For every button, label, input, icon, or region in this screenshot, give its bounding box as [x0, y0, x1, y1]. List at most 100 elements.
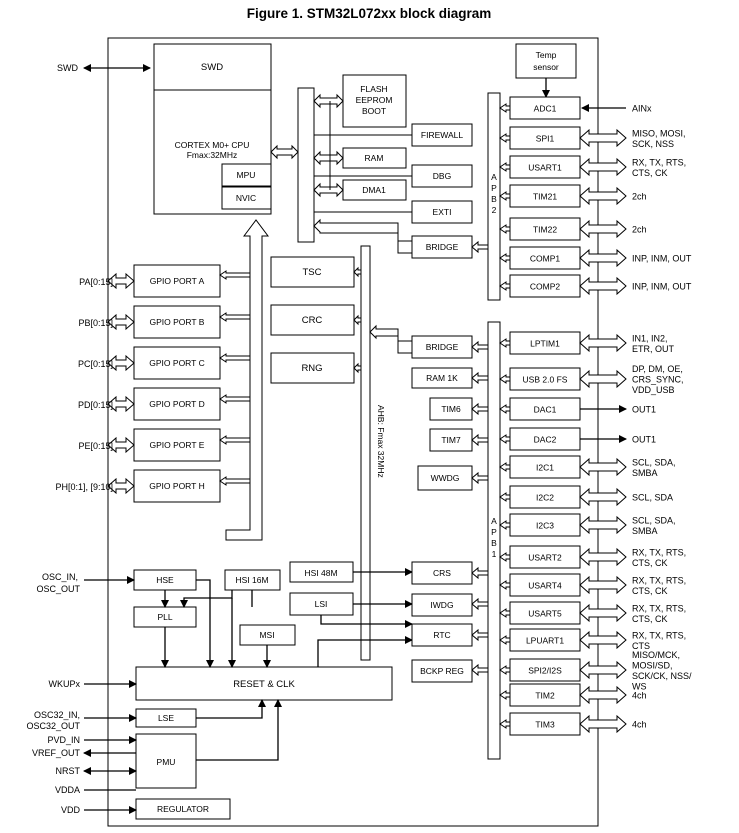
eeprom-label: EEPROM: [356, 95, 393, 105]
lptim1-signal-label: IN1, IN2,: [632, 333, 668, 343]
tim22-signal-label: 2ch: [632, 225, 647, 235]
spi2-i2s-label: SPI2/I2S: [528, 666, 562, 676]
pin-osc-out: OSC_OUT: [36, 584, 80, 594]
tim21-signal-arrow: [579, 186, 627, 206]
lptim1-signal-label: ETR, OUT: [632, 344, 675, 354]
rng-label: RNG: [301, 363, 322, 374]
tim2-label: TIM2: [535, 691, 555, 701]
gpio-port-b: [133, 305, 221, 339]
lpuart1-signal-arrow: [579, 630, 627, 650]
mpu-block: [221, 163, 272, 187]
lse-label: LSE: [158, 713, 174, 723]
gpio-port-a: [133, 264, 221, 298]
spi2-i2s-signal-label: SCK/CK, NSS/: [632, 671, 692, 681]
ahb-bus-lower: [360, 245, 371, 661]
pin-pd: PD[0:15]: [78, 400, 113, 410]
tim2-signal-arrow: [579, 685, 627, 705]
usart1-signal-label: CTS, CK: [632, 168, 668, 178]
figure-title: Figure 1. STM32L072xx block diagram: [247, 6, 492, 21]
lptim1-signal-arrow: [579, 333, 627, 353]
tim21-signal-label: 2ch: [632, 192, 647, 202]
wwdg-block: [417, 465, 473, 491]
regulator-label: REGULATOR: [157, 804, 209, 814]
pin-pvd-in: PVD_IN: [47, 735, 80, 745]
pin-vdda: VDDA: [55, 785, 80, 795]
i2c2-signal-arrow: [579, 487, 627, 507]
reset-clk-block: [135, 666, 393, 701]
ram1k-label: RAM 1K: [426, 373, 458, 383]
rng-block: [270, 352, 355, 384]
pin-pb: PB[0:15]: [78, 318, 113, 328]
apb1-letter: B: [491, 538, 497, 548]
comp1-signal-arrow: [579, 248, 627, 268]
lpuart1-signal-label: CTS: [632, 641, 650, 651]
usb-2-0-fs-signal-label: VDD_USB: [632, 385, 675, 395]
apb1-letter: P: [491, 527, 497, 537]
spi2-i2s-signal-label: MISO/MCK,: [632, 650, 680, 660]
gpio-port-d: [133, 387, 221, 421]
rtc-block: [411, 623, 473, 647]
adc1-signal-label: AINx: [632, 104, 652, 114]
hsi16-label: HSI 16M: [235, 575, 268, 585]
i2c3-signal-arrow: [579, 515, 627, 535]
apb1-bus: [487, 321, 501, 760]
tim22-signal-arrow: [579, 219, 627, 239]
bckp-reg-label: BCKP REG: [420, 666, 464, 676]
usart1-signal-arrow: [579, 157, 627, 177]
gpio-internal-bus: [225, 219, 269, 541]
usart5-label: USART5: [528, 609, 562, 619]
pin-osc32-in: OSC32_IN,: [34, 710, 80, 720]
pin-ph: PH[0:1], [9:10]: [55, 482, 113, 492]
usb-2-0-fs-signal-arrow: [579, 369, 627, 389]
dac2-label: DAC2: [534, 435, 557, 445]
dac2-signal-label: OUT1: [632, 435, 656, 445]
gpio-port-a-label: GPIO PORT A: [150, 276, 205, 286]
i2c2-signal-label: SCL, SDA: [632, 493, 673, 503]
usart5-signal-label: CTS, CK: [632, 614, 668, 624]
pin-swd: SWD: [57, 63, 78, 73]
usart2-label: USART2: [528, 553, 562, 563]
i2c1-label: I2C1: [536, 463, 554, 473]
comp1-label: COMP1: [530, 254, 561, 264]
swd-block-label: SWD: [201, 62, 223, 73]
pin-osc32-out: OSC32_OUT: [26, 721, 80, 731]
tsc-label: TSC: [303, 267, 322, 278]
usart4-label: USART4: [528, 581, 562, 591]
pin-pe: PE[0:15]: [78, 441, 113, 451]
pin-vref-out: VREF_OUT: [32, 748, 81, 758]
spi2-i2s-signal-arrow: [579, 660, 627, 680]
lpuart1-signal-label: RX, TX, RTS,: [632, 630, 686, 640]
gpio-port-d-label: GPIO PORT D: [149, 399, 204, 409]
cpu-label: CORTEX M0+ CPU: [175, 140, 250, 150]
dbg-label: DBG: [433, 171, 451, 181]
usart1-signal-label: RX, TX, RTS,: [632, 157, 686, 167]
tim3-label: TIM3: [535, 720, 555, 730]
tim21-label: TIM21: [533, 192, 557, 202]
usart5-signal-arrow: [579, 603, 627, 623]
spi2-i2s-signal-label: MOSI/SD,: [632, 660, 673, 670]
usart4-signal-arrow: [579, 575, 627, 595]
spi1-label: SPI1: [536, 134, 555, 144]
dac1-signal-label: OUT1: [632, 405, 656, 415]
usart2-signal-label: RX, TX, RTS,: [632, 547, 686, 557]
i2c2-label: I2C2: [536, 493, 554, 503]
usb-2-0-fs-signal-label: CRS_SYNC,: [632, 375, 684, 385]
apb2-letter: 2: [492, 205, 497, 215]
dma1-label: DMA1: [362, 185, 386, 195]
spi1-signal-label: SCK, NSS: [632, 139, 674, 149]
ahb-bus-upper: [297, 87, 315, 243]
comp2-signal-label: INP, INM, OUT: [632, 282, 692, 292]
flash-label: FLASH: [360, 84, 387, 94]
i2c3-signal-label: SCL, SDA,: [632, 515, 676, 525]
lsi-label: LSI: [315, 599, 328, 609]
nvic-label: NVIC: [236, 193, 256, 203]
pll-label: PLL: [157, 612, 172, 622]
sensor-label: sensor: [533, 62, 559, 72]
apb1-letter: 1: [492, 549, 497, 559]
ahb-label: AHB: Fmax 32MHz: [376, 405, 386, 478]
usart5-signal-label: RX, TX, RTS,: [632, 603, 686, 613]
comp2-signal-arrow: [579, 276, 627, 296]
gpio-port-e: [133, 428, 221, 462]
